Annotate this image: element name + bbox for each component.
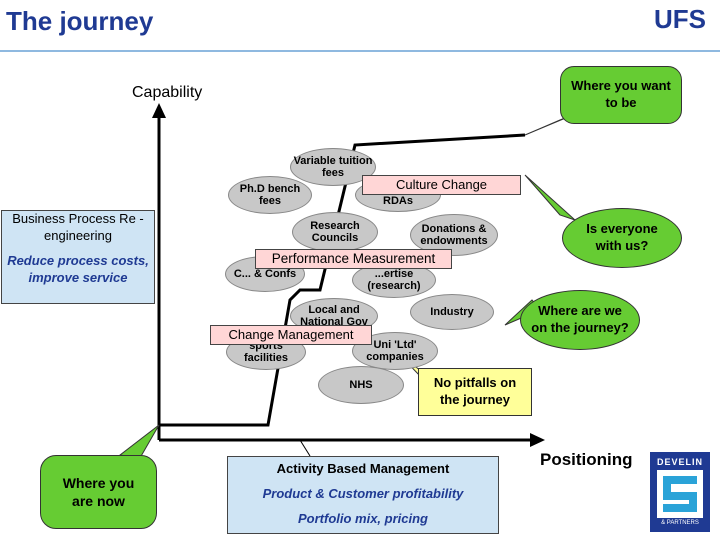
org-label: UFS (654, 4, 706, 34)
everyone-text: Is everyone with us? (586, 221, 658, 253)
bpr-heading: Business Process Re -engineering (12, 211, 144, 243)
x-axis-arrow (530, 433, 545, 447)
abm-line2: Product & Customer profitability (262, 486, 464, 501)
where-are-we-callout: Where are we on the journey? (520, 290, 640, 350)
y-axis-arrow (152, 103, 166, 118)
change-management-label: Change Management (210, 325, 372, 345)
pitfalls-callout: No pitfalls on the journey (418, 368, 532, 416)
ellipse-nhs: NHS (318, 366, 404, 404)
ellipse-industry: Industry (410, 294, 494, 330)
logo-mark (657, 470, 703, 518)
where-you-are-callout: Where you are now (40, 455, 157, 529)
ellipse-research-councils: Research Councils (292, 212, 378, 252)
where-you-want-callout: Where you want to be (560, 66, 682, 124)
now-callout-pointer (118, 424, 160, 459)
bpr-subtext: Reduce process costs, improve service (7, 253, 149, 285)
pitfalls-text: No pitfalls on the journey (433, 375, 517, 407)
ellipse-phd-fees: Ph.D bench fees (228, 176, 312, 214)
where-you-are-text: Where you are now (62, 474, 135, 509)
logo-name: DEVELIN (656, 457, 703, 467)
page-title: The journey (6, 6, 154, 36)
abm-line1: Activity Based Management (276, 461, 450, 476)
bpr-box: Business Process Re -engineering Reduce … (1, 210, 155, 304)
logo-suffix: & PARTNERS (661, 520, 699, 526)
ellipse-variable-fees: Variable tuition fees (290, 148, 376, 186)
performance-measurement-label: Performance Measurement (255, 249, 452, 269)
where-are-we-text: Where are we on the journey? (531, 303, 629, 335)
culture-change-label: Culture Change (362, 175, 521, 195)
header-divider (0, 50, 720, 52)
abm-box: Activity Based Management Product & Cust… (227, 456, 499, 534)
everyone-callout: Is everyone with us? (562, 208, 682, 268)
x-axis-label: Positioning (540, 450, 633, 469)
y-axis-label: Capability (132, 84, 203, 101)
everyone-callout-pointer (524, 174, 576, 221)
develin-logo: DEVELIN & PARTNERS (650, 452, 710, 532)
where-you-want-text: Where you want to be (571, 78, 671, 110)
abm-line3: Portfolio mix, pricing (297, 511, 428, 526)
